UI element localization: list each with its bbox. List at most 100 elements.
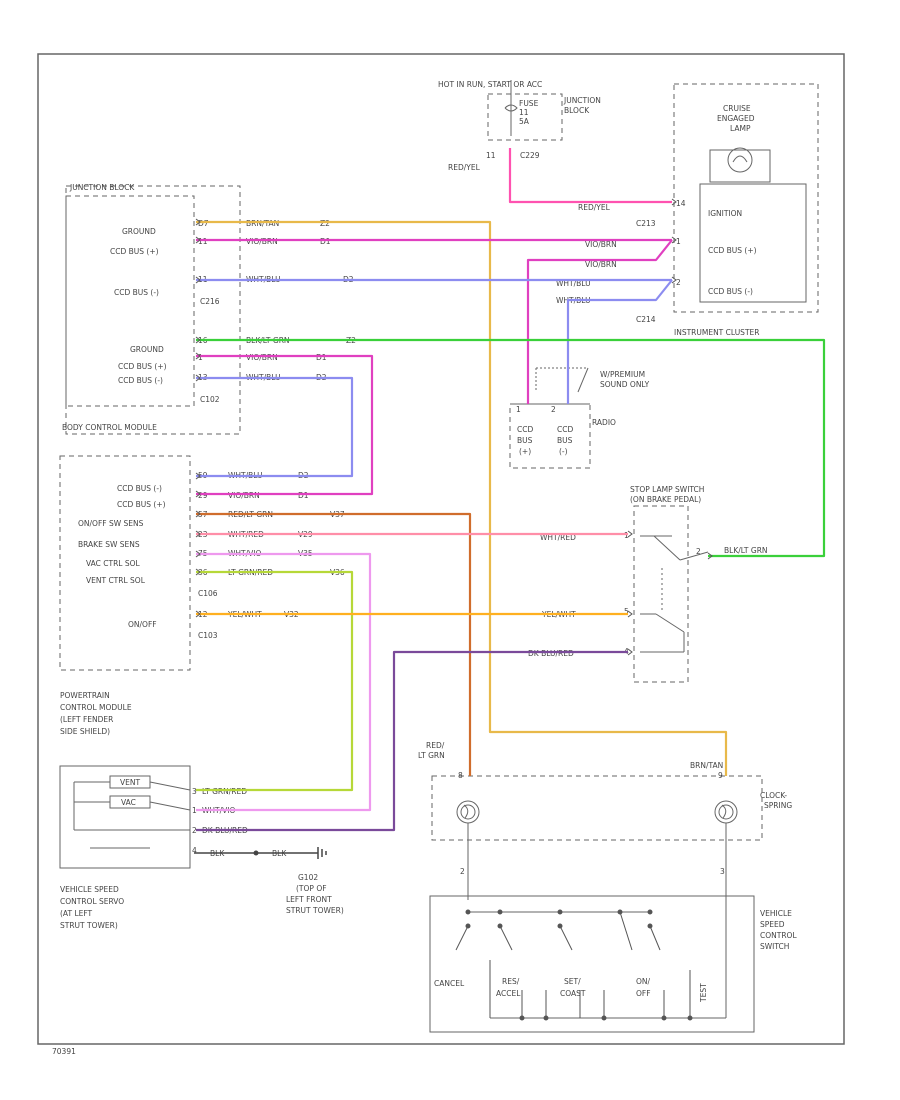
stop-switch-pin: 2: [696, 547, 701, 556]
ground-id: G102: [298, 873, 318, 882]
pcm-row-label: BRAKE SW SENS: [78, 540, 140, 549]
jb-connector-1: C216: [200, 297, 220, 306]
feed-pin: 11: [486, 151, 496, 160]
connector-pin-mark: [707, 552, 713, 560]
radio-label: BUS: [557, 436, 573, 445]
servo-coil-label: VENT: [120, 778, 140, 787]
lamp-label-2: ENGAGED: [717, 114, 755, 123]
servo-name: VEHICLE SPEED: [60, 885, 119, 894]
servo-outline: [59, 765, 191, 869]
lamp-label-1: CRUISE: [723, 104, 751, 113]
clockspring-coil-right-icon: [714, 800, 738, 824]
speed-switch-button-set: SET/: [564, 977, 581, 986]
pcm-row-label: CCD BUS (-): [117, 484, 162, 493]
fuse-number: 11: [519, 108, 529, 117]
radio-note-1: W/PREMIUM: [600, 370, 645, 379]
clockspring-coil-left-icon: [456, 800, 480, 824]
pcm-connector-1: C106: [198, 589, 218, 598]
fuse-label: FUSE: [519, 99, 539, 108]
pcm: CCD BUS (-) CCD BUS (+) ON/OFF SW SENS B…: [59, 455, 345, 736]
servo-name: CONTROL SERVO: [60, 897, 124, 906]
cluster-wire-wht-blu-1: WHT/BLU: [556, 279, 591, 288]
connector-pin-mark: [195, 352, 201, 360]
connector-pin-mark: [195, 336, 201, 344]
stop-switch-wire: DK BLU/RED: [528, 649, 574, 658]
pcm-row-label: ON/OFF SW SENS: [78, 519, 144, 528]
stop-switch-pin: 1: [624, 531, 629, 540]
connector-pin-mark: [627, 648, 633, 656]
connector-pin-mark: [627, 610, 633, 618]
cluster-pin-1: 1: [676, 237, 681, 246]
speed-control-switch: VEHICLE SPEED CONTROL SWITCH CANCEL: [429, 895, 797, 1033]
wire-wht-vio-vac: [196, 552, 372, 812]
stop-lamp-switch: STOP LAMP SWITCH (ON BRAKE PEDAL) 1 2 5 …: [528, 485, 768, 683]
speed-switch-outline: [429, 895, 755, 1033]
wire-dk-blu-red: [196, 650, 628, 832]
jb-wire: BRN/TAN: [246, 219, 279, 228]
pcm-row-label: VAC CTRL SOL: [86, 559, 141, 568]
clockspring-left-wire: LT GRN: [418, 751, 445, 760]
junction-label-2: BLOCK: [564, 106, 590, 115]
cluster-pin-2: 2: [676, 278, 681, 287]
cluster-input-bus-plus: CCD BUS (+): [708, 246, 757, 255]
servo-pin: 1: [192, 806, 197, 815]
connector-pin-mark: [195, 530, 201, 538]
wire-brn-tan-ground: [196, 220, 728, 776]
junction-block: JUNCTION BLOCK BODY CONTROL MODULE GROUN…: [62, 183, 356, 435]
pcm-name: SIDE SHIELD): [60, 727, 110, 736]
feed-wire-red-yel: [508, 148, 672, 204]
pcm-outline: [59, 455, 191, 671]
hot-feed-label: HOT IN RUN, START OR ACC: [438, 80, 542, 89]
cluster-connector-bottom: C214: [636, 315, 656, 324]
radio-pin-2: 2: [551, 405, 556, 414]
pcm-code: D1: [298, 491, 309, 500]
speed-switch-button-onoff: OFF: [636, 989, 651, 998]
speed-switch-button-cancel: CANCEL: [434, 979, 465, 988]
servo-pin: 2: [192, 826, 197, 835]
jb-pin: 1: [198, 353, 203, 362]
clockspring-right-wire: BRN/TAN: [690, 761, 723, 770]
pcm-name: POWERTRAIN: [60, 691, 110, 700]
ground-icon: [317, 847, 327, 859]
ground-location: STRUT TOWER): [286, 906, 344, 915]
connector-pin-mark: [195, 610, 201, 618]
connector-pin-mark: [195, 472, 201, 480]
wire-vio-brn-bcm-pcm: [196, 354, 374, 496]
servo-wire: LT GRN/RED: [202, 787, 247, 796]
junction-block-header: JUNCTION BLOCK: [69, 183, 135, 192]
cluster-input-ignition: IGNITION: [708, 209, 742, 218]
lamp-icon: [709, 147, 771, 183]
speed-switch-test-label: TEST: [699, 983, 708, 1003]
connector-pin-mark: [195, 510, 201, 518]
connector-pin-mark: [627, 530, 633, 538]
cluster-connector-top: C213: [636, 219, 656, 228]
pcm-row-label: CCD BUS (+): [117, 500, 166, 509]
jb-row-bus-minus-top: CCD BUS (-): [114, 288, 159, 297]
connector-pin-mark: [195, 490, 201, 498]
fuse-box: [487, 93, 563, 141]
speed-switch-button-set: COAST: [560, 989, 586, 998]
pcm-row-label: VENT CTRL SOL: [86, 576, 146, 585]
pcm-name: CONTROL MODULE: [60, 703, 132, 712]
clockspring-pin: 2: [460, 867, 465, 876]
clockspring-left-wire: RED/: [426, 741, 445, 750]
cluster-name: INSTRUMENT CLUSTER: [674, 328, 759, 337]
cluster-wire-vio-brn-2: VIO/BRN: [585, 260, 617, 269]
stop-switch-name: (ON BRAKE PEDAL): [630, 495, 701, 504]
stop-switch-outline: [633, 505, 689, 683]
clockspring-name: CLOCK-: [760, 791, 787, 800]
instrument-cluster: CRUISE ENGAGED LAMP IGNITION CCD BUS (+)…: [556, 83, 819, 337]
speed-switch-name: VEHICLE: [760, 909, 792, 918]
connector-pin-mark: [671, 276, 677, 284]
speed-switch-name: SWITCH: [760, 942, 789, 951]
clockspring: RED/ LT GRN BRN/TAN CLOCK- SPRING 8 9 2 …: [418, 741, 792, 900]
radio-note-2: SOUND ONLY: [600, 380, 650, 389]
cluster-module: [699, 183, 807, 303]
servo-name: STRUT TOWER): [60, 921, 118, 930]
servo-name: (AT LEFT: [60, 909, 93, 918]
connector-pin-mark: [195, 218, 201, 226]
wire-wht-blu-bcm-pcm: [196, 376, 354, 478]
wire-lt-grn-red-vent: [196, 570, 354, 792]
jb-pin: D7: [198, 219, 209, 228]
jb-row-bus-plus-bottom: CCD BUS (+): [118, 362, 167, 371]
